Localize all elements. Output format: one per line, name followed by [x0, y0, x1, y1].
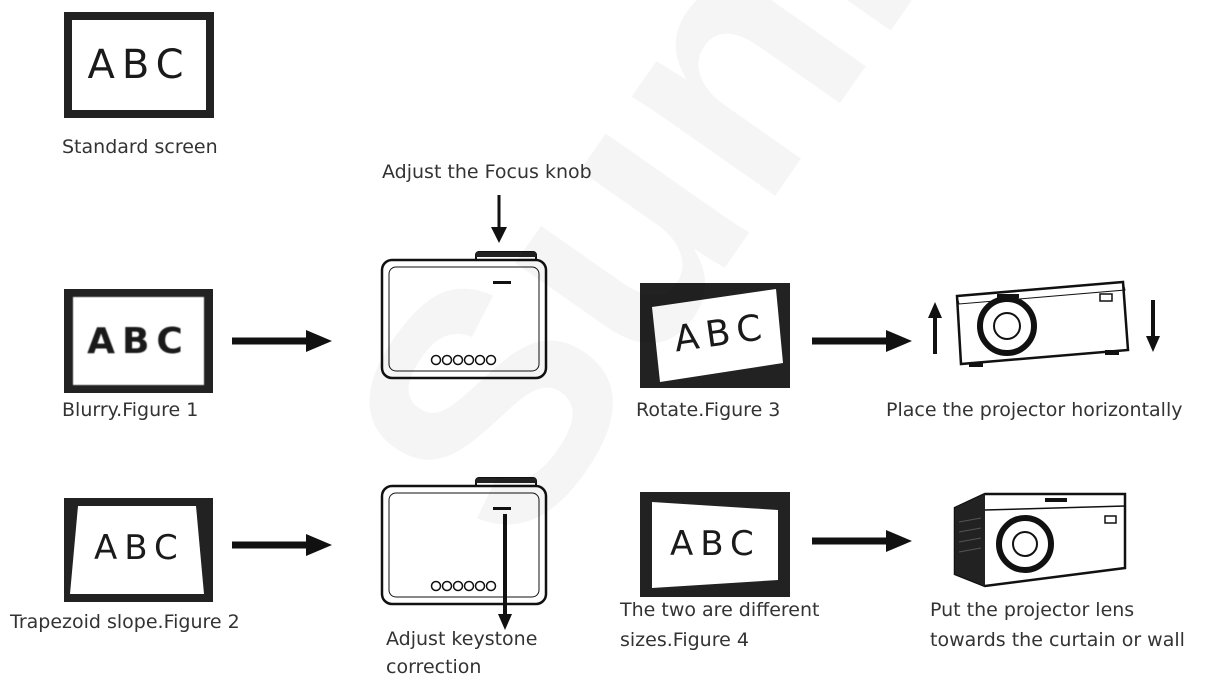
standard-screen-display: ABC — [72, 20, 206, 110]
right-arrow-icon — [232, 330, 332, 352]
keystone-caption-line2: correction — [386, 656, 482, 678]
blurry-screen: ABC — [64, 289, 213, 393]
standard-screen-caption: Standard screen — [62, 136, 218, 158]
standard-screen: ABC — [64, 12, 214, 118]
rotated-screen: ABC — [640, 283, 790, 388]
different-sizes-screen-text: ABC — [670, 524, 761, 564]
lens-caption-line1: Put the projector lens — [930, 599, 1135, 621]
blurry-screen-text: ABC — [87, 320, 190, 362]
lens-caption-line2: towards the curtain or wall — [930, 629, 1185, 651]
rotate-caption: Rotate.Figure 3 — [636, 399, 781, 421]
focus-knob-caption: Adjust the Focus knob — [382, 161, 592, 183]
down-arrow-icon — [491, 195, 507, 243]
trapezoid-screen: ABC — [64, 498, 213, 602]
trapezoid-screen-text: ABC — [94, 528, 185, 568]
trapezoid-caption: Trapezoid slope.Figure 2 — [10, 611, 240, 633]
different-sizes-caption-line1: The two are different — [620, 599, 820, 621]
projector-top-view-keystone — [380, 477, 548, 630]
right-arrow-icon — [812, 330, 912, 352]
up-arrow-icon — [928, 302, 942, 354]
projector-top-view-focus — [380, 251, 548, 380]
right-arrow-icon — [812, 530, 912, 552]
projector-angled-view — [953, 492, 1127, 588]
right-arrow-icon — [232, 534, 332, 556]
keystone-caption-line1: Adjust keystone — [386, 628, 538, 650]
different-sizes-screen-graphic — [640, 492, 790, 597]
blurry-screen-display: ABC — [73, 297, 204, 385]
different-sizes-caption-line2: sizes.Figure 4 — [620, 629, 749, 651]
standard-screen-text: ABC — [87, 42, 191, 88]
different-sizes-screen: ABC — [640, 492, 790, 597]
trapezoid-screen-graphic — [64, 498, 213, 602]
down-arrow-icon — [1146, 300, 1160, 352]
rotated-screen-graphic — [640, 283, 790, 388]
blurry-caption: Blurry.Figure 1 — [62, 399, 199, 421]
projector-tilted-view — [955, 280, 1130, 367]
place-horizontally-caption: Place the projector horizontally — [886, 399, 1183, 421]
